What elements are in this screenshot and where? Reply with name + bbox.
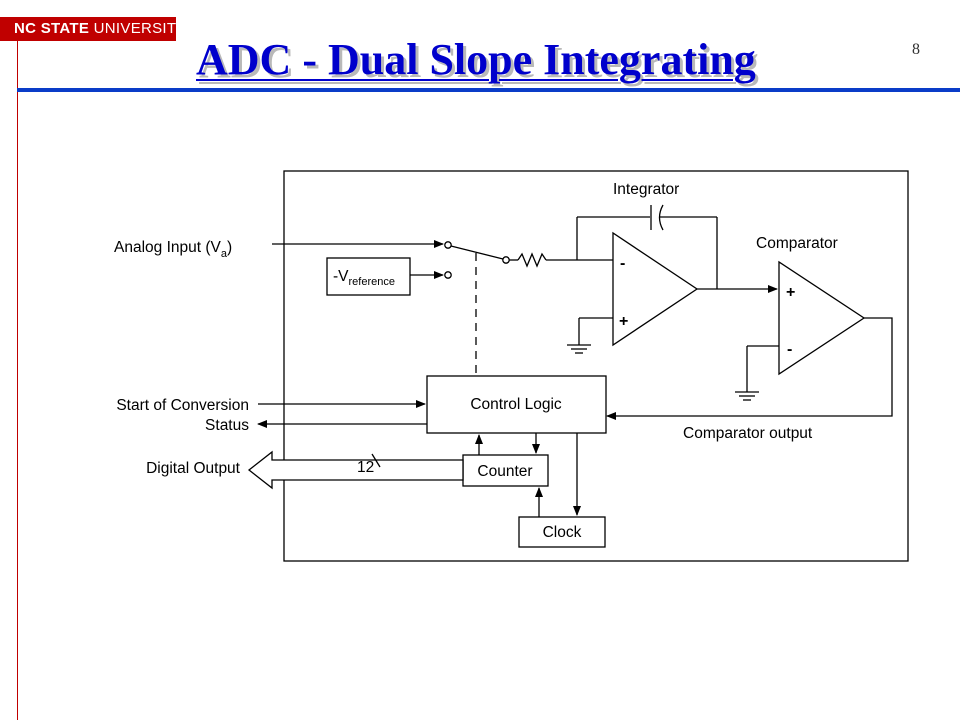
vreference-box (326, 257, 411, 296)
left-margin-rule (17, 41, 18, 720)
clock-box (518, 516, 606, 548)
integrator-plus-sign: + (619, 313, 628, 330)
comparator-output-wire (606, 317, 893, 420)
logo-rest-text: UNIVERSITY (89, 20, 187, 37)
integrator-label: Integrator (613, 181, 679, 198)
control-logic-box (426, 375, 607, 434)
ncsu-logo: NC STATE UNIVERSITY (0, 17, 186, 41)
switch-blade (450, 245, 504, 260)
bus-width-label: 12 (357, 459, 374, 476)
diagram-frame (283, 170, 909, 562)
analog-input-close: ) (227, 239, 232, 256)
counter-label: Counter (477, 463, 532, 480)
analog-input-label: Analog Input (Va) (114, 239, 232, 260)
start-of-conversion-label: Start of Conversion (116, 397, 249, 414)
page-title: ADC - Dual Slope Integrating (196, 35, 756, 84)
control-logic-label: Control Logic (470, 396, 562, 413)
integrator-minus-sign: - (620, 255, 625, 272)
comparator-minus-sign: - (787, 341, 792, 358)
clock-label: Clock (543, 524, 582, 541)
input-resistor (517, 252, 547, 268)
switch-contact-reference (444, 271, 452, 279)
analog-input-subscript: a (221, 248, 228, 260)
vreference-text: -V (333, 268, 349, 285)
vreference-subscript: reference (349, 276, 395, 288)
switch-pivot (502, 256, 510, 264)
digital-output-bus-arrow (247, 450, 464, 490)
analog-input-text: Analog Input (V (114, 239, 222, 256)
vreference-label: -Vreference (333, 268, 395, 288)
integrator-opamp (612, 231, 699, 347)
status-label: Status (205, 417, 249, 434)
digital-output-label: Digital Output (146, 460, 241, 477)
title-underline-rule (17, 88, 960, 92)
comparator-plus-sign: + (786, 284, 795, 301)
comparator-opamp (778, 260, 866, 376)
comparator-label: Comparator (756, 235, 838, 252)
switch-contact-input (444, 241, 452, 249)
comparator-output-label: Comparator output (683, 425, 813, 442)
page-number: 8 (912, 41, 920, 58)
logo-strong-text: NC STATE (14, 20, 90, 37)
bus-slash-mark (371, 453, 381, 468)
